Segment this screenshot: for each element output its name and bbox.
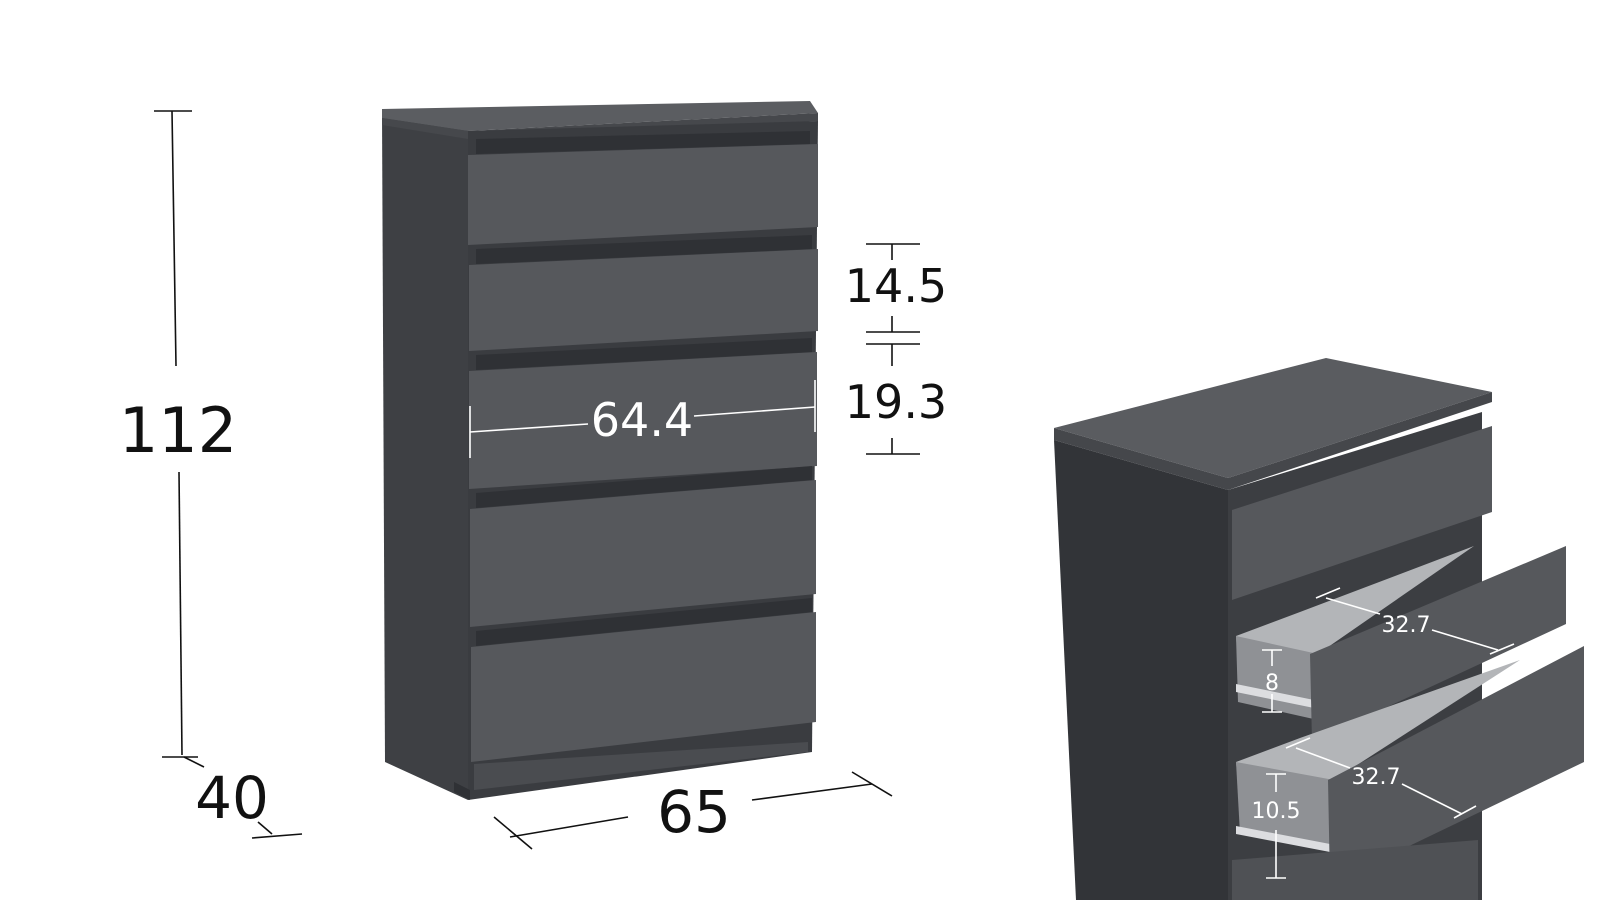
drawer-grip-4: [476, 466, 812, 508]
inner-width-upper-label: 32.7: [1382, 613, 1431, 638]
drawer-front-5: [471, 612, 816, 762]
detail-inner-width-upper-dimension: 32.7: [1315, 587, 1515, 655]
detail-drawer-front-1: [1232, 426, 1492, 600]
drawer-front-label: 19.3: [845, 375, 947, 429]
detail-drawer-front-4: [1232, 840, 1478, 900]
depth-dimension: 40: [183, 756, 303, 839]
detail-inner-width-lower-dimension: 32.7: [1285, 737, 1477, 819]
detail-drawer-3-runner: [1236, 826, 1330, 852]
detail-drawer-3-side: [1236, 762, 1334, 852]
detail-drawer-2-runner: [1236, 684, 1314, 708]
drawer-front-1: [468, 144, 818, 245]
detail-side: [1054, 440, 1228, 900]
drawer-width-label: 64.4: [591, 393, 693, 447]
drawer-front-4: [470, 480, 816, 627]
detail-drawer-3-front: [1328, 646, 1584, 884]
drawer-width-dimension: 64.4: [469, 380, 816, 458]
inner-depth-upper-label: 8: [1265, 671, 1279, 696]
width-dimension: 65: [493, 771, 893, 850]
detail-inner-depth-upper-dimension: 8: [1262, 649, 1282, 713]
dresser-top: [382, 101, 818, 131]
drawer-front-top-label: 14.5: [845, 259, 947, 313]
drawer-grip-5: [476, 598, 812, 646]
dresser-detail-view: [1054, 358, 1584, 900]
inner-width-lower-label: 32.7: [1352, 765, 1401, 790]
detail-top-edge: [1054, 392, 1492, 490]
depth-label: 40: [195, 764, 269, 832]
width-label: 65: [657, 778, 731, 846]
drawer-front-height-dimension: 14.5 19.3: [845, 243, 947, 455]
drawer-grip-2: [476, 235, 812, 264]
detail-inner-depth-lower-dimension: 10.5: [1252, 773, 1301, 879]
drawer-front-3: [469, 352, 817, 489]
detail-top: [1054, 358, 1492, 478]
dresser-side-panel: [382, 113, 468, 800]
detail-drawer-2-front: [1310, 546, 1566, 742]
inner-depth-lower-label: 10.5: [1252, 799, 1301, 824]
height-label: 112: [119, 394, 237, 467]
dresser-front-view: [382, 101, 818, 800]
dresser-plinth: [474, 742, 808, 790]
dresser-foot: [454, 782, 470, 800]
drawer-grip-3: [476, 338, 812, 370]
drawer-front-2: [469, 249, 818, 351]
height-dimension: 112: [119, 110, 237, 758]
drawer-grip-1: [476, 131, 810, 154]
